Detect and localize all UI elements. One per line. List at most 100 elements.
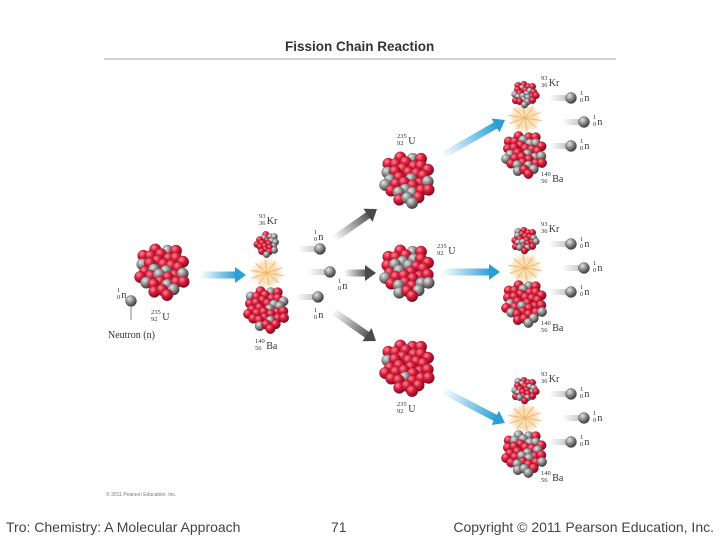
- svg-text:0: 0: [580, 145, 583, 152]
- svg-text:n: n: [584, 141, 589, 152]
- released-neutron-bot-1: [565, 388, 577, 400]
- svg-text:93: 93: [541, 221, 548, 228]
- released-neutron-mid-1: [565, 238, 577, 250]
- svg-text:n: n: [584, 389, 589, 400]
- uranium-nucleus-bot: [379, 339, 435, 397]
- released-neutron-bot-3: [565, 436, 577, 448]
- svg-text:0: 0: [338, 285, 341, 292]
- svg-text:235: 235: [397, 401, 407, 408]
- svg-text:n: n: [121, 290, 126, 301]
- svg-text:0: 0: [593, 121, 596, 128]
- svg-text:0: 0: [580, 97, 583, 104]
- flash-bot: [508, 402, 542, 434]
- krypton-nucleus-1: [253, 231, 280, 259]
- released-neutron-top-3: [565, 140, 577, 152]
- svg-text:140: 140: [541, 320, 551, 327]
- svg-text:1: 1: [593, 410, 596, 417]
- page-number: 71: [331, 519, 347, 535]
- svg-text:36: 36: [541, 378, 548, 385]
- footer-book-title: Tro: Chemistry: A Molecular Approach: [6, 519, 241, 535]
- svg-text:Ba: Ba: [552, 174, 564, 185]
- svg-text:92: 92: [437, 250, 444, 257]
- svg-text:1: 1: [314, 229, 317, 236]
- krypton-nucleus-top: [511, 80, 540, 109]
- arrow-to-fission-top: [440, 118, 506, 160]
- released-neutron-1a: [314, 243, 326, 255]
- uranium-nucleus-mid: [379, 244, 435, 302]
- svg-text:93: 93: [541, 75, 548, 82]
- svg-text:n: n: [584, 93, 589, 104]
- svg-text:36: 36: [541, 82, 548, 89]
- svg-text:1: 1: [580, 90, 583, 97]
- barium-nucleus-top: [501, 131, 547, 179]
- svg-text:Ba: Ba: [266, 341, 278, 352]
- flash-top: [508, 102, 542, 134]
- svg-text:n: n: [597, 263, 602, 274]
- uranium-nucleus-initial: [134, 243, 190, 301]
- svg-text:93: 93: [259, 213, 266, 220]
- svg-text:n: n: [318, 232, 323, 243]
- svg-text:Kr: Kr: [549, 224, 560, 235]
- credit-line: © 2011 Pearson Education, Inc.: [106, 491, 176, 498]
- released-neutron-bot-2: [578, 412, 590, 424]
- svg-text:Ba: Ba: [552, 473, 564, 484]
- footer-copyright: Copyright © 2011 Pearson Education, Inc.: [453, 519, 714, 535]
- svg-text:n: n: [584, 287, 589, 298]
- figure-title: Fission Chain Reaction: [285, 39, 434, 54]
- incoming-neutron: [125, 295, 137, 307]
- uranium-nucleus-top: [379, 151, 435, 209]
- svg-text:n: n: [584, 437, 589, 448]
- arrow-to-uranium-top: [331, 208, 378, 242]
- svg-text:n: n: [342, 281, 347, 292]
- flash-1: [250, 257, 284, 289]
- flash-mid: [508, 252, 542, 284]
- svg-text:235: 235: [397, 133, 407, 140]
- svg-text:1: 1: [580, 434, 583, 441]
- svg-text:56: 56: [541, 327, 548, 334]
- neutron-caption: Neutron (n): [108, 330, 155, 341]
- arrow-to-fission-mid: [442, 264, 500, 280]
- arrow-to-fission-bot: [440, 386, 505, 425]
- released-neutron-1b: [324, 266, 336, 278]
- svg-text:U: U: [448, 246, 456, 257]
- svg-text:U: U: [408, 404, 416, 415]
- svg-text:36: 36: [259, 220, 266, 227]
- svg-text:Kr: Kr: [267, 216, 278, 227]
- svg-text:1: 1: [593, 260, 596, 267]
- svg-text:36: 36: [541, 228, 548, 235]
- svg-text:1: 1: [580, 386, 583, 393]
- svg-text:93: 93: [541, 371, 548, 378]
- svg-text:0: 0: [117, 294, 120, 301]
- svg-text:1: 1: [580, 138, 583, 145]
- svg-text:1: 1: [580, 284, 583, 291]
- arrow-to-uranium-mid: [344, 265, 376, 281]
- svg-text:0: 0: [593, 417, 596, 424]
- svg-text:0: 0: [580, 393, 583, 400]
- svg-text:56: 56: [541, 477, 548, 484]
- released-neutron-top-1: [565, 92, 577, 104]
- svg-text:Ba: Ba: [552, 323, 564, 334]
- svg-text:0: 0: [314, 236, 317, 243]
- svg-text:92: 92: [397, 140, 404, 147]
- barium-nucleus-bot: [501, 430, 547, 478]
- svg-text:140: 140: [541, 171, 551, 178]
- svg-text:235: 235: [437, 243, 447, 250]
- svg-text:1: 1: [593, 114, 596, 121]
- released-neutron-mid-3: [565, 286, 577, 298]
- svg-text:0: 0: [314, 314, 317, 321]
- arrow-to-fission-1: [200, 267, 246, 283]
